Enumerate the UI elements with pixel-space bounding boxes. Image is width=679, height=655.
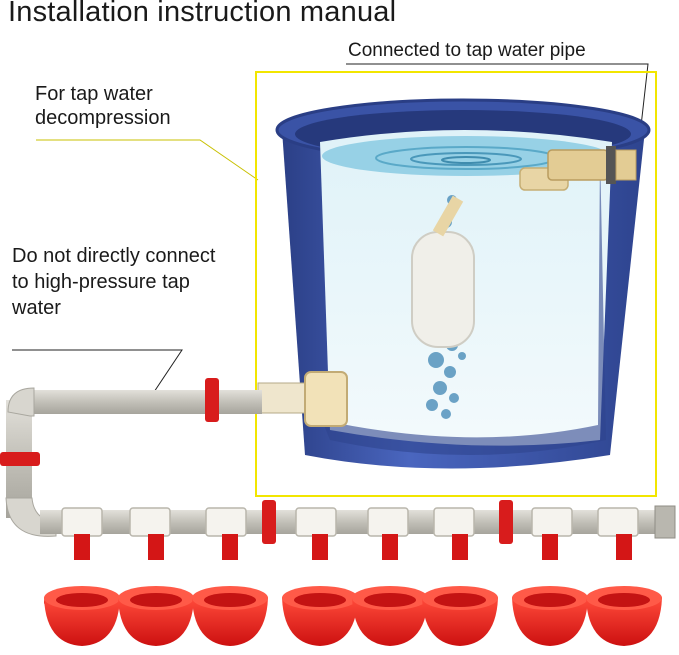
float-ball [411, 231, 475, 348]
drinking-cup [422, 534, 498, 646]
decompression-label: For tap water decompression [35, 83, 171, 129]
pipe-clamps [0, 378, 513, 544]
drinking-cup [512, 534, 588, 646]
drinking-cup [586, 534, 662, 646]
drinking-cup [282, 534, 358, 646]
page-title: Installation instruction manual [8, 0, 397, 28]
drinking-cup [118, 534, 194, 646]
upper-pipe [32, 390, 262, 414]
drinking-cup [352, 534, 428, 646]
decompression-leader [36, 139, 259, 181]
bucket-outlet-fitting [257, 371, 348, 427]
float-valve [411, 146, 637, 348]
valve-inlet [547, 149, 609, 181]
drinking-cup [44, 534, 120, 646]
warning-leader [12, 349, 183, 399]
drinking-cups [44, 534, 662, 646]
leader-lines [12, 63, 649, 399]
tap-pipe-label: Connected to tap water pipe [348, 40, 586, 61]
high-pressure-warning-label: Do not directly connect to high-pressure… [12, 245, 216, 319]
highlight-frame [255, 71, 657, 497]
drinking-cup [192, 534, 268, 646]
tap-pipe-leader [346, 63, 649, 136]
upper-elbow [7, 387, 35, 417]
